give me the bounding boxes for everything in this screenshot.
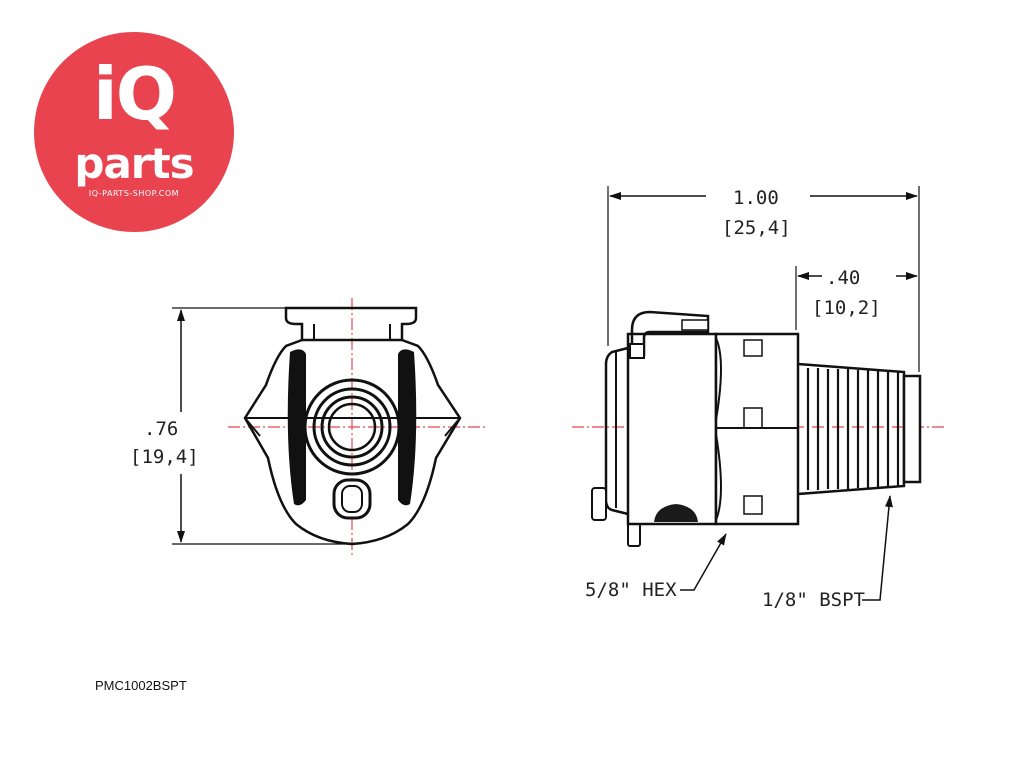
height-mm-label: [19,4] [130,446,199,468]
side-view [572,310,945,547]
logo-website: IQ-PARTS-SHOP.COM [88,189,180,198]
length-mm-label: [25,4] [722,217,791,239]
side-bottom-nipple [654,504,698,522]
thread-callout-label: 1/8" BSPT [762,589,865,611]
front-right-grip [398,349,417,506]
part-number: PMC1002BSPT [95,678,187,693]
side-thread-tip [902,374,922,484]
front-left-grip [287,349,306,506]
front-outer-ring [303,378,401,476]
height-inch-label: .76 [144,418,178,440]
side-front-cap [604,346,629,516]
thread-length-dimension: .40 [10,2] [795,266,918,330]
logo-brand-bottom: parts [74,139,194,188]
iq-parts-logo: iQ parts IQ-PARTS-SHOP.COM [34,32,234,232]
front-latch-tab [284,306,418,342]
length-inch-label: 1.00 [733,187,779,209]
hex-callout-label: 5/8" HEX [585,579,677,601]
front-bore [320,395,384,459]
thread-callout: 1/8" BSPT [762,495,893,611]
hex-callout: 5/8" HEX [585,533,727,601]
side-body [626,332,718,526]
front-body-outline [243,338,462,546]
height-dimension: .76 [19,4] [130,307,345,545]
logo-brand-top: iQ [93,52,177,136]
front-view [228,298,485,558]
length-dimension: 1.00 [25,4] [607,186,920,372]
thread-length-mm-label: [10,2] [812,297,881,319]
thread-length-inch-label: .40 [826,267,860,289]
